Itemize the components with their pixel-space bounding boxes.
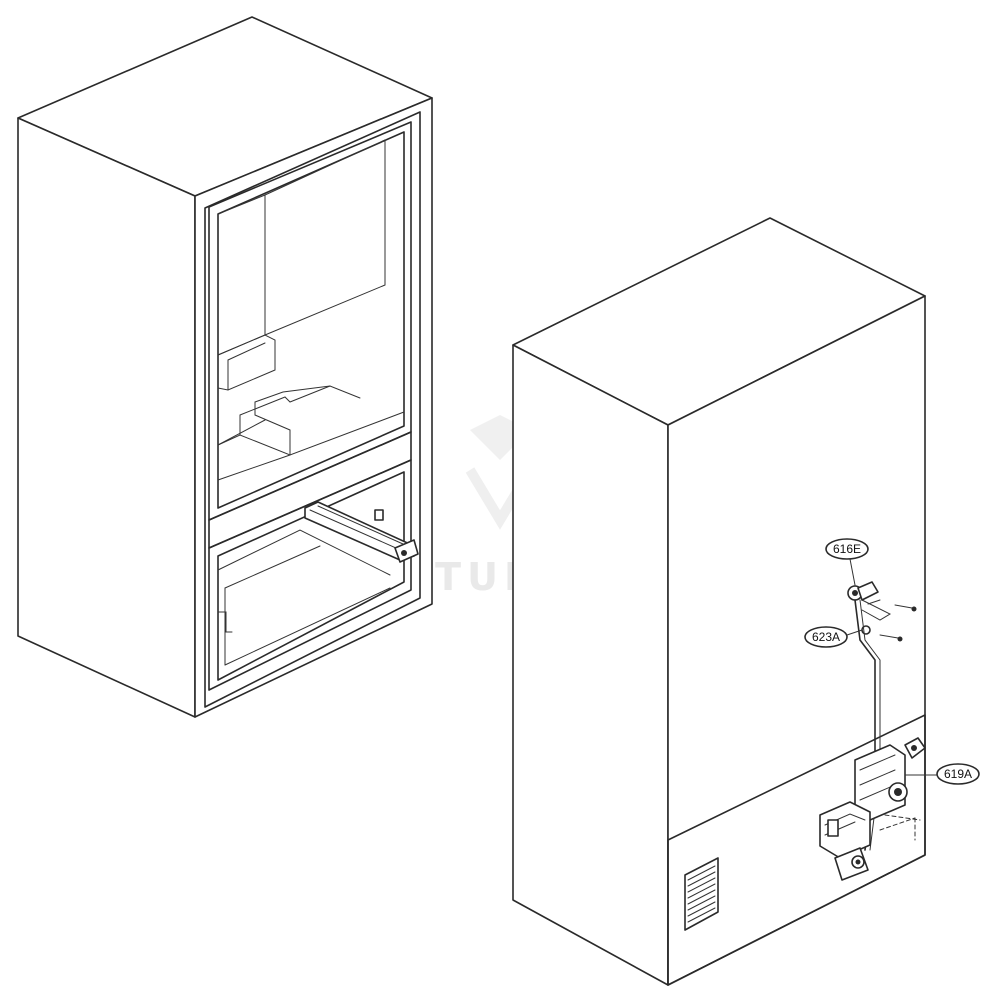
- cabinet-front-view: [17, 16, 433, 718]
- callout-619A-label: 619A: [944, 767, 972, 781]
- lower-access-panel: [667, 714, 926, 986]
- drawer-slide-rail: [304, 501, 419, 563]
- vent-grille: [684, 857, 719, 931]
- left-cabinet-side: [17, 117, 196, 718]
- left-cabinet-inner-frame: [204, 111, 421, 708]
- left-cabinet-front-frame: [194, 97, 433, 718]
- callout-616E-label: 616E: [833, 542, 861, 556]
- lower-compartment-opening: [208, 459, 412, 691]
- callout-623A[interactable]: 623A: [804, 626, 863, 648]
- lower-compartment-inner: [217, 471, 405, 681]
- callout-623A-label: 623A: [812, 630, 840, 644]
- right-cabinet-side: [512, 344, 669, 986]
- cabinet-rear-view: 616E 623A 619A: [512, 217, 980, 986]
- callout-616E[interactable]: 616E: [825, 538, 869, 586]
- callout-619A[interactable]: 619A: [904, 763, 980, 785]
- water-valve-assembly: [819, 581, 926, 881]
